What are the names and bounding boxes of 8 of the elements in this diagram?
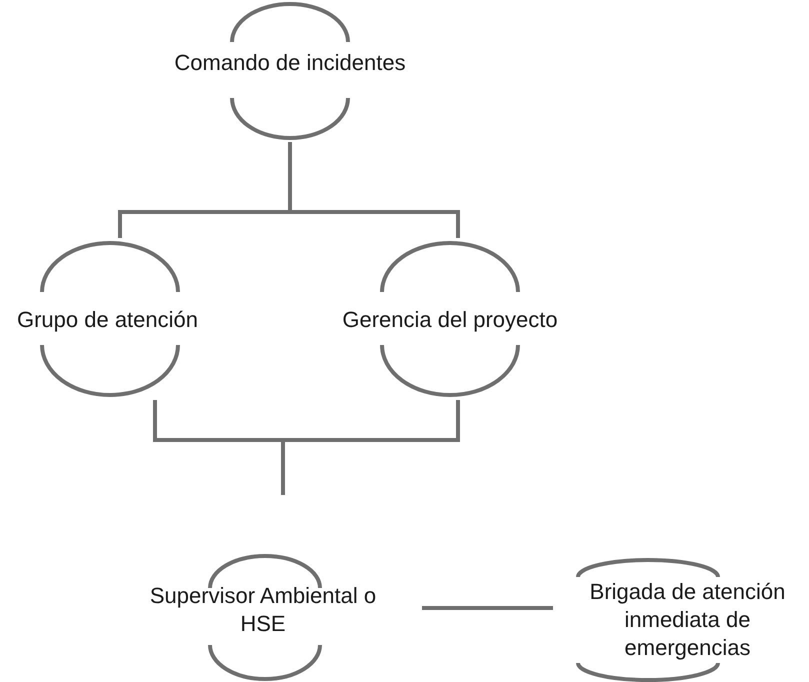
node-label: Comando de incidentes [174, 49, 406, 77]
connector-line [281, 400, 460, 495]
connector-line [422, 606, 553, 610]
connector-line [288, 142, 460, 238]
node-label: Supervisor Ambiental o HSE [148, 582, 378, 638]
node-label: Brigada de atención inmediata de emergencias [588, 578, 786, 662]
node-label: Grupo de atención [16, 306, 198, 334]
node-label: Gerencia del proyecto [342, 306, 558, 334]
